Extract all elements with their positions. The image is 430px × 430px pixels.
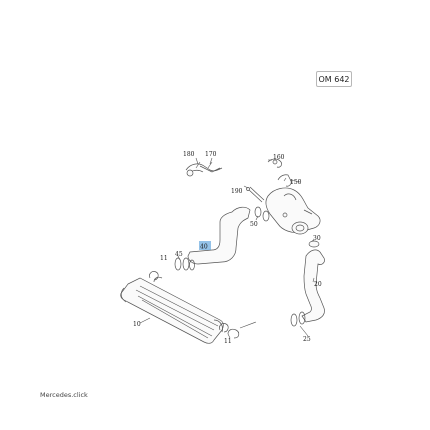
intercooler: [120, 277, 224, 344]
callout-11-upper: 11: [160, 255, 168, 262]
callout-30: 30: [313, 235, 321, 242]
hose-150: [277, 174, 301, 187]
callout-160: 160: [273, 154, 285, 161]
callout-190: 190: [231, 188, 243, 195]
callout-11-lower: 11: [224, 338, 232, 345]
callout-50: 50: [250, 221, 258, 228]
o-rings-50: [254, 206, 270, 222]
charge-air-hose-upper: [187, 206, 251, 265]
callout-170: 170: [205, 151, 217, 158]
clamp-160: [267, 158, 282, 168]
callout-20: 20: [314, 281, 322, 288]
site-footer: Mercedes.click: [40, 391, 88, 399]
clamp-11-upper: [149, 271, 163, 283]
hose-rings-25: [290, 311, 306, 327]
intake-housing: [265, 187, 321, 235]
callout-40: 40: [200, 244, 208, 251]
callout-180: 180: [183, 151, 195, 158]
clamp-assembly: [185, 161, 223, 177]
callout-25: 25: [303, 336, 311, 343]
engine-code-tag: OM 642: [316, 71, 352, 87]
callout-150: 150: [290, 179, 302, 186]
callout-40-highlight: [199, 241, 211, 250]
callout-45: 45: [175, 251, 183, 258]
seal-ring-30: [308, 240, 320, 248]
hose-rings-45: [174, 257, 195, 271]
bolt-190: [246, 186, 265, 203]
charge-air-hose-lower: [301, 249, 325, 323]
callout-10: 10: [133, 321, 141, 328]
clamp-11-lower: [219, 321, 257, 339]
